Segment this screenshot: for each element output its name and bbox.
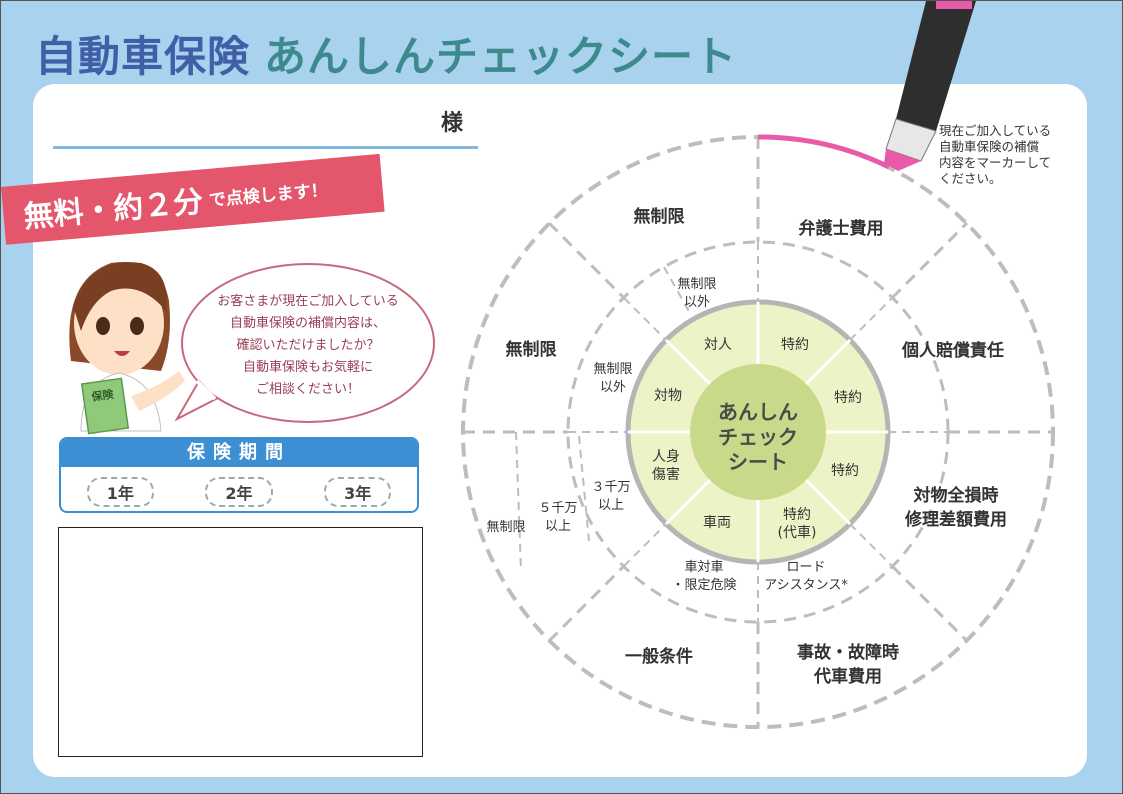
note-line: ください。 — [939, 171, 1002, 186]
inner-label-sharyo[interactable]: 車両 — [703, 514, 731, 531]
bubble-line: お客さまが現在ご加入している — [217, 294, 399, 309]
middle-label-gosen-a[interactable]: ５千万 — [538, 501, 577, 516]
inner-label-jinshin-2[interactable]: 傷害 — [652, 467, 680, 483]
note-line: 内容をマーカーして — [939, 155, 1052, 170]
inner-label-tokuyaku-daisha-1[interactable]: 特約 — [783, 507, 811, 523]
middle-label-muigai-2a[interactable]: 無制限 — [593, 362, 632, 377]
outer-label-zenson-a[interactable]: 対物全損時 — [913, 485, 999, 506]
blank-notes-box[interactable] — [58, 527, 423, 757]
speech-bubble — [181, 263, 435, 423]
middle-dividers — [515, 242, 948, 622]
note-line: 自動車保険の補償 — [939, 139, 1040, 154]
bubble-line: 確認いただけましたか？ — [236, 338, 380, 353]
middle-label-shataisha-b[interactable]: ・限定危険 — [671, 578, 736, 593]
customer-name-line[interactable] — [53, 146, 478, 149]
bubble-line: 自動車保険もお気軽に — [242, 360, 373, 375]
period-option-1-year[interactable]: 1年 — [86, 477, 154, 507]
highlighter-pen-icon — [884, 1, 976, 171]
outer-label-kojin[interactable]: 個人賠償責任 — [901, 340, 1004, 361]
outer-label-mugen-left[interactable]: 無制限 — [506, 339, 557, 360]
inner-label-tokuyaku-1[interactable]: 特約 — [781, 337, 809, 353]
center-label-line1: あんしん — [718, 400, 798, 424]
sheet-title: 自動車保険あんしんチェックシート — [35, 23, 737, 84]
marker-highlight-stroke — [757, 134, 891, 170]
note-line: 現在ご加入している — [939, 123, 1052, 138]
middle-label-mugen[interactable]: 無制限 — [486, 520, 525, 535]
outer-label-ippan[interactable]: 一般条件 — [625, 646, 693, 667]
middle-label-muigai-1a[interactable]: 無制限 — [677, 277, 716, 292]
inner-label-tokuyaku-3[interactable]: 特約 — [831, 463, 859, 479]
insurance-period-box: 保険期間 1年 2年 3年 — [59, 437, 419, 513]
middle-label-shataisha-a[interactable]: 車対車 — [684, 560, 723, 575]
period-option-3-year[interactable]: 3年 — [324, 477, 392, 507]
bubble-line: 自動車保険の補償内容は、 — [229, 316, 386, 331]
inner-label-tokuyaku-daisha-2[interactable]: (代車) — [778, 524, 817, 541]
outer-label-jiko-a[interactable]: 事故・故障時 — [797, 642, 899, 663]
bubble-line: ご相談ください！ — [255, 382, 360, 397]
inner-label-taijin[interactable]: 対人 — [704, 337, 732, 353]
inner-label-taibutsu[interactable]: 対物 — [654, 388, 682, 404]
inner-dividers — [628, 302, 888, 562]
outer-label-zenson-b[interactable]: 修理差額費用 — [904, 509, 1007, 530]
middle-label-muigai-1b[interactable]: 以外 — [684, 295, 710, 310]
center-label-line2: チェック — [718, 425, 798, 449]
middle-label-road-a[interactable]: ロード — [786, 560, 825, 575]
customer-name-suffix: 様 — [441, 111, 464, 136]
period-option-2-year[interactable]: 2年 — [205, 477, 273, 507]
middle-label-sanzen-b[interactable]: 以上 — [598, 498, 624, 513]
insurance-period-title: 保険期間 — [61, 439, 417, 467]
outer-label-bengoshi[interactable]: 弁護士費用 — [799, 218, 884, 239]
title-insurance: 自動車保険 — [35, 32, 251, 81]
middle-label-road-b[interactable]: アシスタンス* — [764, 578, 848, 593]
outer-label-jiko-b[interactable]: 代車費用 — [813, 666, 882, 687]
inner-label-tokuyaku-2[interactable]: 特約 — [834, 390, 862, 406]
middle-label-gosen-b[interactable]: 以上 — [545, 519, 571, 534]
outer-label-mugen-top[interactable]: 無制限 — [634, 206, 685, 227]
outer-dividers — [463, 137, 1053, 727]
marker-instruction: 現在ご加入している 自動車保険の補償 内容をマーカーして ください。 — [939, 123, 1051, 187]
inner-label-jinshin-1[interactable]: 人身 — [652, 449, 680, 465]
center-disc — [690, 364, 826, 500]
title-check-sheet: あんしんチェックシート — [264, 32, 738, 81]
middle-label-muigai-2b[interactable]: 以外 — [600, 380, 626, 395]
middle-label-sanzen-a[interactable]: ３千万 — [591, 480, 630, 495]
center-label-line3: シート — [728, 450, 788, 474]
bubble-message: お客さまが現在ご加入している 自動車保険の補償内容は、 確認いただけましたか？ … — [191, 291, 425, 401]
